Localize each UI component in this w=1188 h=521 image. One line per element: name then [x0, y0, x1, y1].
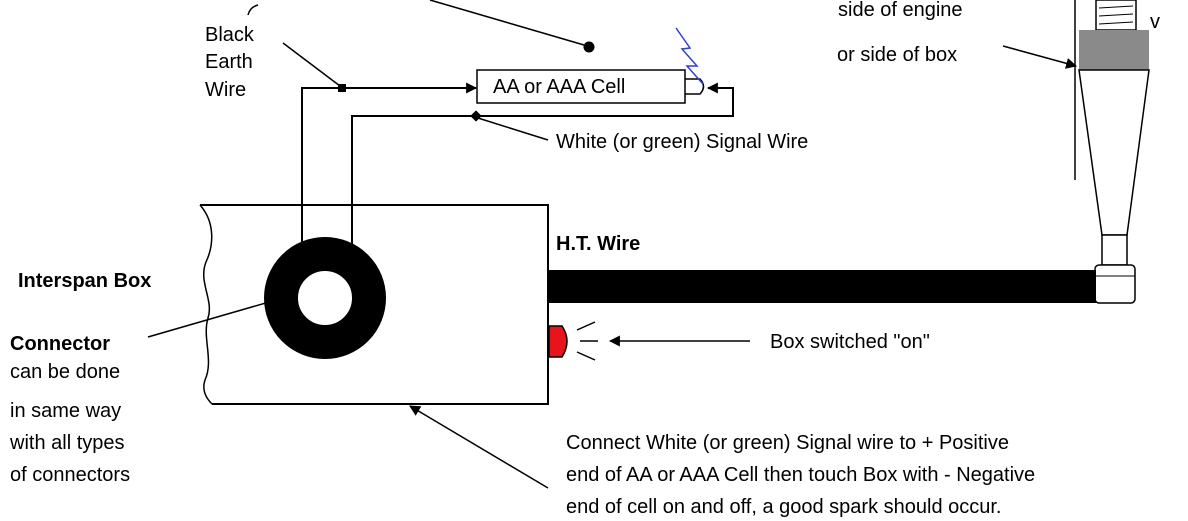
- indicator-lamp: [548, 325, 568, 358]
- earth-wire-pointer-line: [282, 42, 341, 87]
- engine-side-pointer: [1002, 45, 1078, 69]
- signal-wire-clip: [470, 110, 482, 122]
- instructions-line-1: Connect White (or green) Signal wire to …: [566, 432, 1009, 454]
- plug-cap-taper: [1078, 69, 1150, 236]
- signal-wire-pointer: [477, 117, 549, 141]
- spark-icon: [675, 27, 704, 85]
- plug-cap-neck: [1101, 234, 1128, 266]
- connector-ring: [264, 237, 386, 359]
- engine-side-label-1: side of engine: [838, 0, 963, 21]
- plug-thread-3: [1098, 21, 1134, 25]
- box-torn-edge: [199, 204, 213, 405]
- lamp-ray-3: [576, 351, 596, 361]
- connector-pointer: [147, 295, 285, 338]
- connector-note-4: of connectors: [10, 464, 130, 486]
- connector-note-2: in same way: [10, 400, 121, 422]
- earth-wire: [301, 82, 478, 262]
- interspan-box-label: Interspan Box: [18, 270, 151, 292]
- plug-thread-2: [1098, 13, 1134, 17]
- signal-wire: [351, 82, 734, 262]
- box-on-label: Box switched "on": [770, 331, 930, 353]
- connector-note-1: can be done: [10, 361, 120, 383]
- earth-wire-pointer: [247, 4, 259, 16]
- ht-wire-label: H.T. Wire: [556, 233, 640, 255]
- plug-thread-1: [1098, 5, 1134, 9]
- plug-cap-end: [1094, 264, 1136, 304]
- top-pointer-line: [429, 0, 585, 46]
- earth-wire-label-3: Wire: [205, 79, 246, 101]
- earth-wire-label-2: Earth: [205, 51, 253, 73]
- cell-body: [476, 69, 686, 104]
- instructions-line-3: end of cell on and off, a good spark sho…: [566, 496, 1002, 518]
- interspan-box-outline: [200, 204, 549, 405]
- cell-positive-tip: [685, 78, 705, 95]
- pointer-dot: [583, 41, 595, 53]
- signal-wire-label: White (or green) Signal Wire: [556, 131, 808, 153]
- lamp-ray-1: [576, 321, 596, 331]
- engine-side-label-2: or side of box: [837, 44, 957, 66]
- edge-letter: v: [1150, 11, 1160, 33]
- ht-wire: [549, 270, 1096, 303]
- connector-title: Connector: [10, 333, 110, 355]
- connector-note-3: with all types: [9, 432, 125, 454]
- cell-label: AA or AAA Cell: [493, 76, 625, 98]
- instructions-pointer: [409, 405, 549, 489]
- plug-boot: [1079, 30, 1149, 70]
- earth-wire-label-1: Black: [205, 24, 255, 46]
- instructions-line-2: end of AA or AAA Cell then touch Box wit…: [566, 464, 1035, 486]
- earth-wire-clip: [338, 84, 346, 92]
